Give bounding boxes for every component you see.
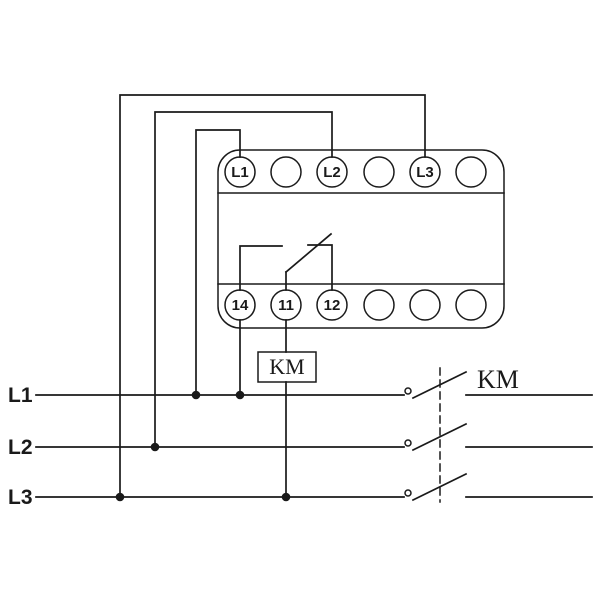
terminal-circle xyxy=(270,156,302,188)
internal-contact-lead-12 xyxy=(307,244,333,291)
contact-fixed-point-1 xyxy=(404,387,412,395)
contact-blade-2-icon xyxy=(411,422,468,452)
feed-wire-L3 xyxy=(119,94,426,498)
contact-fixed-point-3 xyxy=(404,489,412,497)
coil-branch: KM xyxy=(239,319,317,498)
km-contactor-label: KM xyxy=(477,365,519,394)
terminal-label-11: 11 xyxy=(278,297,294,314)
terminal-circle xyxy=(455,289,487,321)
junction-dot xyxy=(281,492,291,502)
terminal-label-L3: L3 xyxy=(416,164,434,181)
relay-body xyxy=(217,149,505,329)
terminal-label-L2: L2 xyxy=(323,164,341,181)
power-line-label-L3: L3 xyxy=(8,486,33,509)
junction-dot xyxy=(191,390,201,400)
junction-dots xyxy=(115,390,291,502)
km-coil-box xyxy=(257,351,317,383)
contact-blade-3-icon xyxy=(411,472,468,502)
terminal-circle xyxy=(455,156,487,188)
junction-dot xyxy=(150,442,160,452)
junction-dot xyxy=(115,492,125,502)
terminal-label-14: 14 xyxy=(232,297,249,314)
terminal-label-12: 12 xyxy=(324,297,341,314)
internal-contact-blade-icon xyxy=(284,232,333,274)
contactor-contacts: KM xyxy=(404,365,519,503)
internal-contact-lead-14 xyxy=(239,245,283,291)
relay-unit: L1 L2 L3 14 11 12 xyxy=(217,149,505,329)
feed-wire-L2 xyxy=(154,111,333,448)
power-line-label-L2: L2 xyxy=(8,436,33,459)
terminal-circle xyxy=(363,156,395,188)
km-coil-label: KM xyxy=(269,354,304,379)
feed-wire-L1 xyxy=(195,129,241,396)
terminal-label-L1: L1 xyxy=(231,164,249,181)
power-line-label-L1: L1 xyxy=(8,384,33,407)
feed-wires xyxy=(119,94,426,498)
terminal-circle xyxy=(363,289,395,321)
contact-fixed-point-2 xyxy=(404,439,412,447)
power-lines: L1 L2 L3 xyxy=(8,384,593,509)
terminal-circle xyxy=(409,289,441,321)
junction-dot xyxy=(235,390,245,400)
